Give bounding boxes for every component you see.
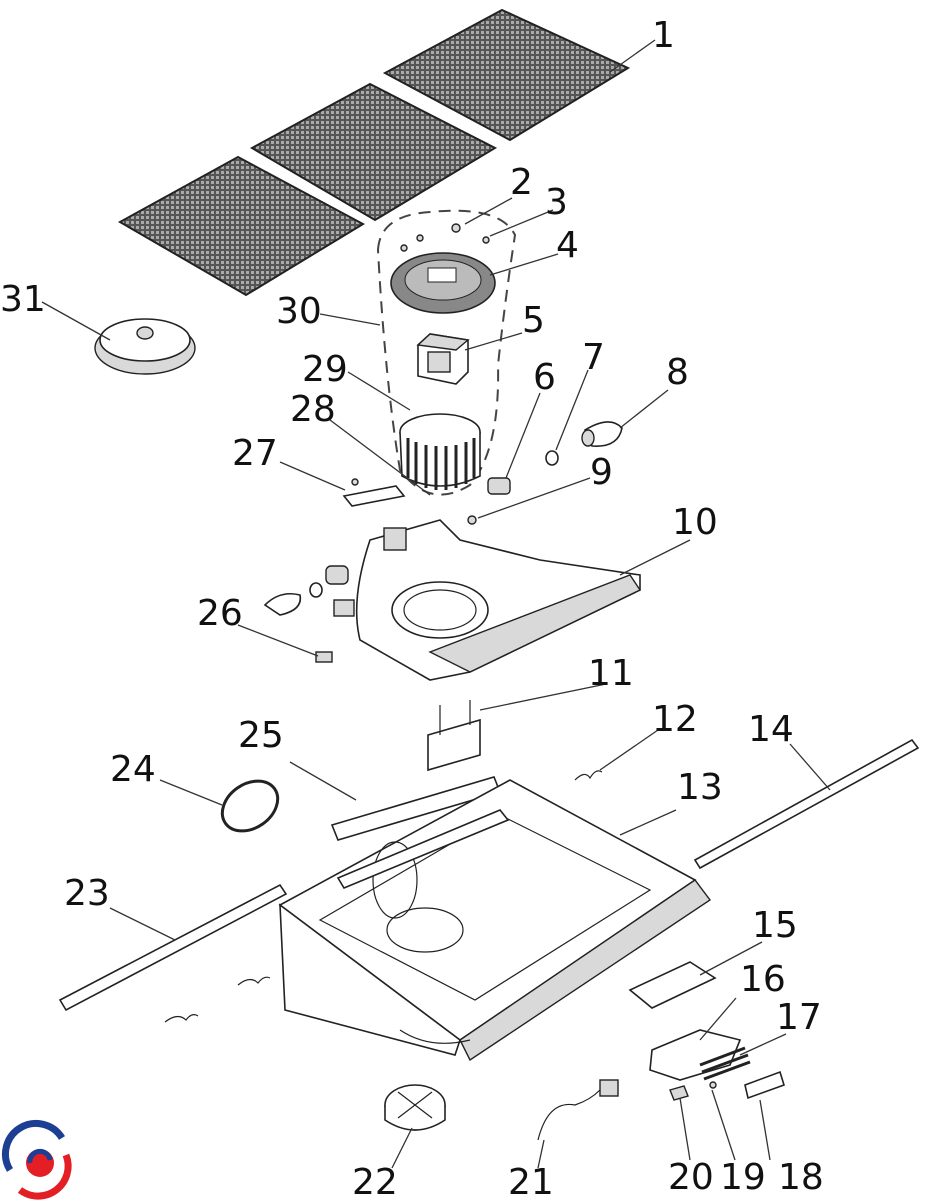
- hood-body: [278, 779, 712, 1062]
- light-bracket: [628, 961, 717, 1009]
- part-label-19: 19: [720, 1157, 766, 1198]
- part-label-23: 23: [64, 873, 110, 914]
- fan-wheel: [399, 413, 481, 490]
- bracket: [342, 478, 406, 507]
- lamp-holder: [487, 421, 623, 495]
- control-unit: [649, 1029, 785, 1101]
- fan-housing: [333, 519, 642, 681]
- part-label-16: 16: [740, 959, 786, 1000]
- part-label-7: 7: [582, 337, 605, 378]
- part-label-29: 29: [302, 349, 348, 390]
- part-label-3: 3: [545, 182, 568, 223]
- part-label-9: 9: [590, 452, 613, 493]
- power-cord: [537, 1079, 619, 1141]
- part-label-10: 10: [672, 502, 718, 543]
- part-label-28: 28: [290, 389, 336, 430]
- part-label-14: 14: [748, 709, 794, 750]
- gasket: [220, 779, 280, 833]
- motor: [416, 333, 470, 385]
- part-label-11: 11: [588, 653, 634, 694]
- part-label-18: 18: [778, 1157, 824, 1198]
- part-label-31: 31: [0, 279, 46, 320]
- grease-filters: [117, 8, 631, 297]
- lamp-left: [263, 565, 349, 663]
- part-label-1: 1: [652, 15, 675, 56]
- part-label-22: 22: [352, 1162, 398, 1203]
- part-label-27: 27: [232, 433, 278, 474]
- brand-logo: [2, 1119, 72, 1200]
- part-label-6: 6: [533, 357, 556, 398]
- part-label-26: 26: [197, 593, 243, 634]
- rail-right: [693, 738, 920, 870]
- motor-screws: [400, 223, 490, 252]
- rail-left: [58, 883, 288, 1012]
- part-label-25: 25: [238, 715, 284, 756]
- part-label-17: 17: [776, 997, 822, 1038]
- motor-assembly-outline: [376, 209, 517, 496]
- leader-lines: [41, 39, 831, 1169]
- part-label-20: 20: [668, 1157, 714, 1198]
- part-label-15: 15: [752, 905, 798, 946]
- part-label-8: 8: [666, 352, 689, 393]
- carbon-filter: [94, 318, 196, 375]
- part-label-5: 5: [522, 300, 545, 341]
- clips: [164, 770, 603, 1023]
- part-label-12: 12: [652, 699, 698, 740]
- part-label-2: 2: [510, 162, 533, 203]
- part-label-30: 30: [276, 291, 322, 332]
- part-label-21: 21: [508, 1162, 554, 1203]
- part-label-13: 13: [677, 767, 723, 808]
- mounting-plate: [427, 700, 481, 772]
- part-label-24: 24: [110, 749, 156, 790]
- exhaust-flange: [384, 1084, 446, 1131]
- motor-cover-plate: [390, 252, 496, 314]
- part-label-4: 4: [556, 225, 579, 266]
